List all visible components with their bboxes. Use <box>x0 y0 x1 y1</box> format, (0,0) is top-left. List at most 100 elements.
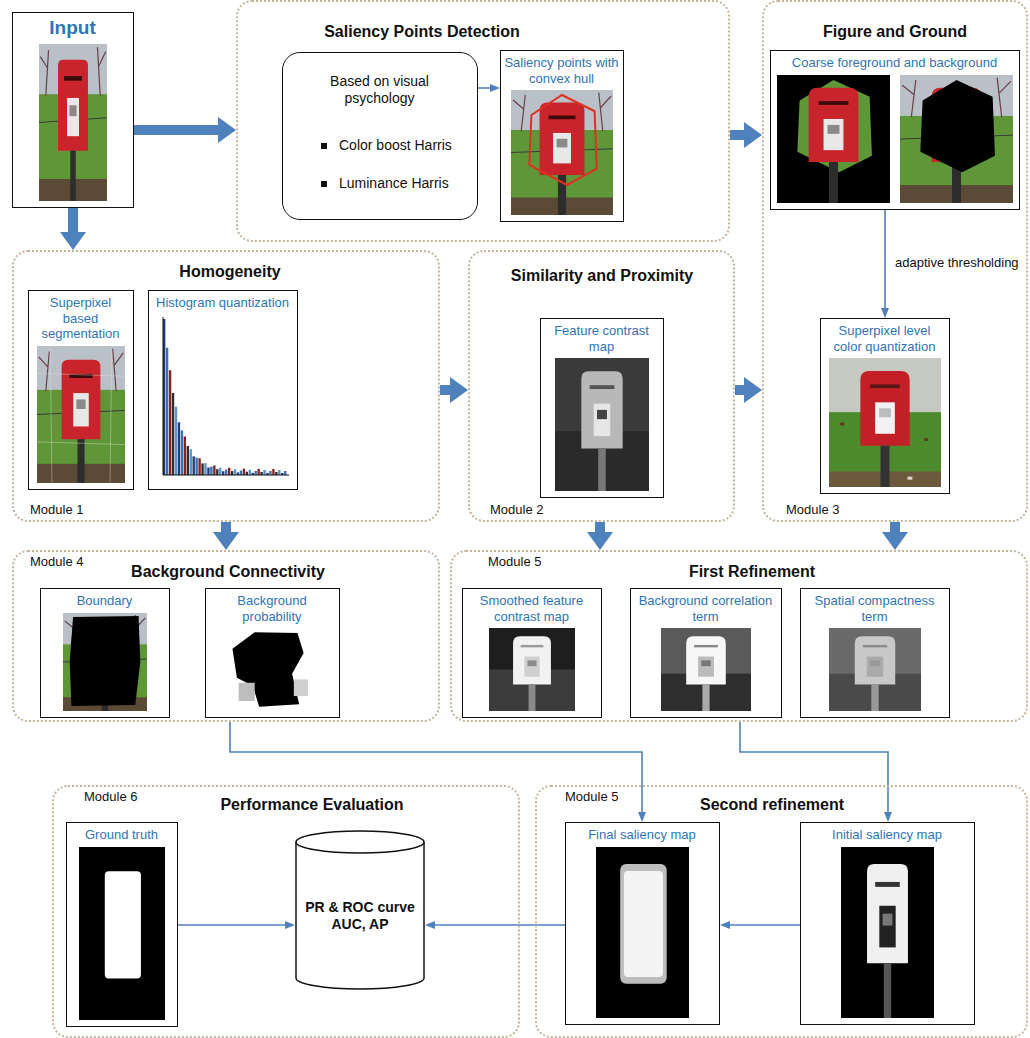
image-thumbnail <box>829 358 941 487</box>
module-panel: First RefinementModule 5Smoothed feature… <box>450 550 1028 722</box>
picture-part <box>867 864 908 963</box>
picture-part <box>255 471 257 475</box>
picture-part <box>557 139 568 148</box>
box-label: Superpixel level color quantization <box>824 323 945 354</box>
image-box: Boundary <box>40 588 170 718</box>
picture-part <box>228 628 317 711</box>
picture-part <box>58 60 88 151</box>
box-label: Input <box>13 17 132 40</box>
box-label: Background probability <box>209 593 335 624</box>
connector-arrow <box>730 924 800 926</box>
picture-part <box>234 469 236 475</box>
picture-part <box>201 463 203 475</box>
flow-arrow <box>735 385 744 395</box>
flow-arrow <box>595 522 605 532</box>
picture-part <box>879 408 891 417</box>
flow-arrow <box>134 125 218 135</box>
picture-part <box>513 636 551 684</box>
note-text: Color boost Harris <box>339 137 452 154</box>
picture-part <box>549 116 576 120</box>
picture-part <box>181 430 183 475</box>
image-thumbnail <box>777 75 1013 203</box>
module-number: Module 3 <box>786 502 839 518</box>
picture-part <box>620 864 667 984</box>
box-label: Spatial compactness term <box>804 593 945 624</box>
module-number: Module 6 <box>84 789 137 805</box>
picture-part <box>63 613 147 711</box>
picture-part <box>225 470 227 475</box>
picture-part <box>829 358 941 487</box>
image-thumbnail <box>829 628 921 711</box>
picture-part <box>597 410 607 419</box>
image-thumbnail <box>841 847 934 1018</box>
picture-part <box>879 906 895 948</box>
picture-part <box>698 657 714 677</box>
picture-part <box>840 423 844 426</box>
image-thumbnail <box>63 613 147 711</box>
picture-part <box>590 385 615 389</box>
connector-arrow <box>884 210 886 308</box>
box-label: PR & ROC curve AUC, AP <box>301 899 419 933</box>
image-box: Input <box>12 12 134 208</box>
picture-part <box>920 80 995 172</box>
picture-part <box>855 636 895 684</box>
flow-arrow <box>68 208 78 232</box>
image-box: Initial saliency map <box>800 822 975 1025</box>
picture-part <box>686 636 726 684</box>
box-label: Initial saliency map <box>804 827 970 843</box>
box-label: Ground truth <box>70 827 173 843</box>
image-box: Coarse foreground and background <box>770 50 1020 210</box>
picture-part <box>39 44 107 201</box>
picture-part <box>555 358 649 491</box>
box-label: Background correlation term <box>634 593 777 624</box>
module-panel: Saliency Points DetectionBased on visual… <box>236 0 730 242</box>
picture-part <box>213 465 215 475</box>
picture-part <box>243 469 245 475</box>
module-number: Module 5 <box>488 554 541 570</box>
picture-part <box>207 468 209 475</box>
box-label: Final saliency map <box>569 827 715 843</box>
picture-part <box>489 628 575 711</box>
picture-part <box>193 456 195 475</box>
picture-part <box>62 360 101 439</box>
picture-part <box>701 660 711 666</box>
picture-part <box>596 847 689 1018</box>
module-panel: Second refinementModule 5Final saliency … <box>535 785 1028 1038</box>
image-box: Saliency points with convex hull <box>500 50 624 222</box>
picture-part <box>511 90 613 215</box>
connector-arrow <box>178 924 285 926</box>
image-box: Superpixel level color quantization <box>820 318 950 494</box>
picture-part <box>797 80 872 172</box>
picture-part <box>63 613 147 711</box>
connector-arrow <box>435 924 565 926</box>
picture-part <box>924 438 928 441</box>
picture-part <box>489 628 575 711</box>
picture-part <box>37 346 125 483</box>
note-text: Based on visual psychology <box>303 73 456 107</box>
picture-part <box>875 402 895 433</box>
picture-part <box>69 105 76 116</box>
picture-part <box>76 399 85 409</box>
picture-part <box>222 471 224 475</box>
picture-part <box>883 914 893 926</box>
image-thumbnail <box>155 315 291 483</box>
picture-part <box>232 632 303 707</box>
picture-part <box>77 439 84 483</box>
picture-part <box>195 458 197 475</box>
module-title: Figure and Ground <box>745 22 1030 41</box>
flow-arrow <box>730 130 744 140</box>
picture-part <box>524 657 539 677</box>
box-label: Saliency points with convex hull <box>504 55 619 86</box>
picture-part <box>190 449 192 475</box>
picture-part <box>155 315 291 483</box>
module-number: Module 4 <box>30 554 83 570</box>
bullet <box>321 181 327 187</box>
picture-part <box>553 133 571 163</box>
picture-part <box>875 882 900 887</box>
picture-part <box>863 645 887 647</box>
module-panel: Similarity and ProximityModule 2Feature … <box>468 250 735 522</box>
picture-part <box>596 847 689 1018</box>
picture-part <box>249 470 251 475</box>
picture-part <box>155 315 291 483</box>
